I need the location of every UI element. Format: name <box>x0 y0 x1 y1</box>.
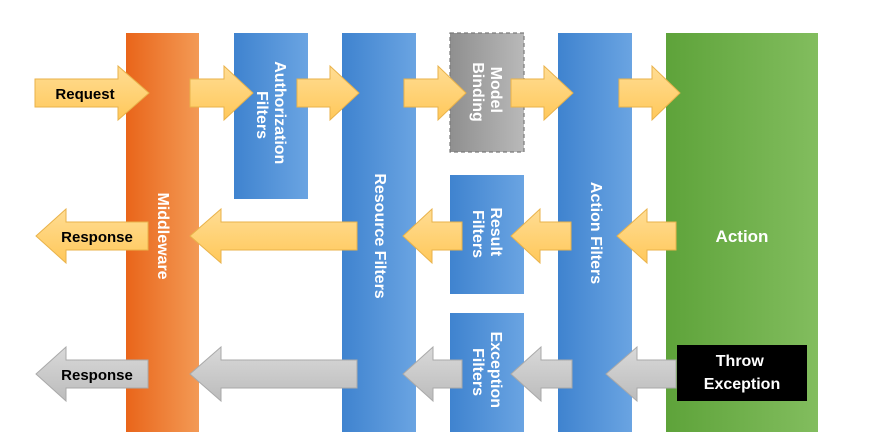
throw-exception-box <box>677 345 807 401</box>
throw-exception-label: Throw Exception <box>704 353 780 393</box>
exception-arrow-to-resource <box>402 345 463 403</box>
exception-arrow-to-exception-filters <box>510 345 573 403</box>
exception-response-label: Response <box>61 367 133 384</box>
exception-filters-label: Exception Filters <box>469 332 504 413</box>
exception-arrow-from-action <box>605 345 677 403</box>
response-arrow-to-result <box>510 207 572 265</box>
request-arrow-to-model-binding <box>403 64 467 122</box>
response-arrow <box>35 207 149 265</box>
model-binding-label: Model Binding <box>469 62 504 122</box>
request-arrow-to-authorization <box>189 64 254 122</box>
response-label: Response <box>61 229 133 246</box>
request-arrow-to-action-filters <box>510 64 574 122</box>
response-arrow-from-action <box>616 207 677 265</box>
authorization-filters-block <box>234 33 308 199</box>
result-filters-label: Result Filters <box>469 207 504 260</box>
resource-filters-label: Resource Filters <box>371 173 388 298</box>
response-arrow-to-resource <box>402 207 463 265</box>
request-arrow <box>34 64 150 122</box>
action-filters-label: Action Filters <box>587 182 604 284</box>
request-arrow-to-action <box>618 64 681 122</box>
response-arrow-to-middleware <box>189 207 358 265</box>
middleware-label: Middleware <box>154 192 171 279</box>
authorization-filters-label: Authorization Filters <box>253 61 288 169</box>
request-label: Request <box>55 86 114 103</box>
exception-response-arrow <box>35 345 149 403</box>
exception-arrow-to-middleware <box>189 345 358 403</box>
request-arrow-to-resource <box>296 64 360 122</box>
action-label: Action <box>716 227 769 246</box>
